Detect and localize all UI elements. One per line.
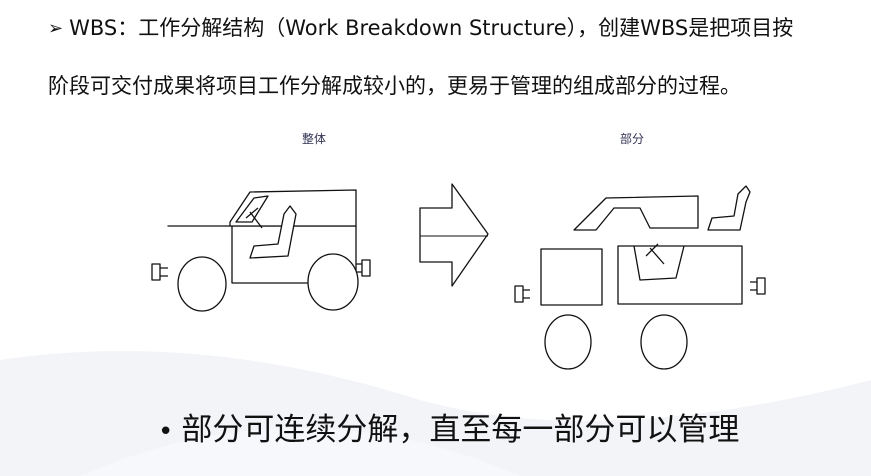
jeep-rear-bumper: [361, 259, 371, 277]
part-front-bumper: [514, 285, 524, 303]
part-front-wheel: [544, 314, 592, 370]
jeep-rear-wheel: [307, 253, 359, 311]
part-rear-wheel: [640, 314, 688, 370]
decompose-arrow-icon: [419, 183, 489, 287]
part-hood: [540, 248, 603, 306]
summary-bullet: •部分可连续分解，直至每一部分可以管理: [158, 410, 739, 452]
summary-text: 部分可连续分解，直至每一部分可以管理: [181, 412, 740, 448]
definition-line-2: 阶段可交付成果将项目工作分解成较小的，更易于管理的组成部分的过程。: [48, 72, 741, 100]
definition-text-2: 阶段可交付成果将项目工作分解成较小的，更易于管理的组成部分的过程。: [48, 74, 741, 98]
label-whole: 整体: [302, 132, 327, 146]
bullet-dot-icon: •: [158, 417, 174, 447]
definition-text-1: WBS：工作分解结构（Work Breakdown Structure），创建W…: [69, 16, 794, 40]
jeep-parts-illustration: [514, 185, 766, 370]
whole-jeep-illustration: [151, 189, 371, 312]
part-body: [617, 245, 743, 305]
jeep-front-bumper: [151, 263, 161, 281]
jeep-front-wheel: [177, 256, 227, 312]
definition-line-1: ➢WBS：工作分解结构（Work Breakdown Structure），创建…: [48, 14, 793, 43]
jeep-window-frame: [235, 195, 269, 223]
part-seat: [707, 185, 751, 231]
jeep-steering: [245, 207, 263, 229]
jeep-seat: [249, 205, 297, 259]
label-parts: 部分: [620, 132, 645, 146]
part-steering: [645, 243, 665, 265]
arrow-bullet-icon: ➢: [48, 18, 64, 39]
part-roof: [573, 195, 699, 231]
part-rear-bumper: [756, 277, 766, 295]
